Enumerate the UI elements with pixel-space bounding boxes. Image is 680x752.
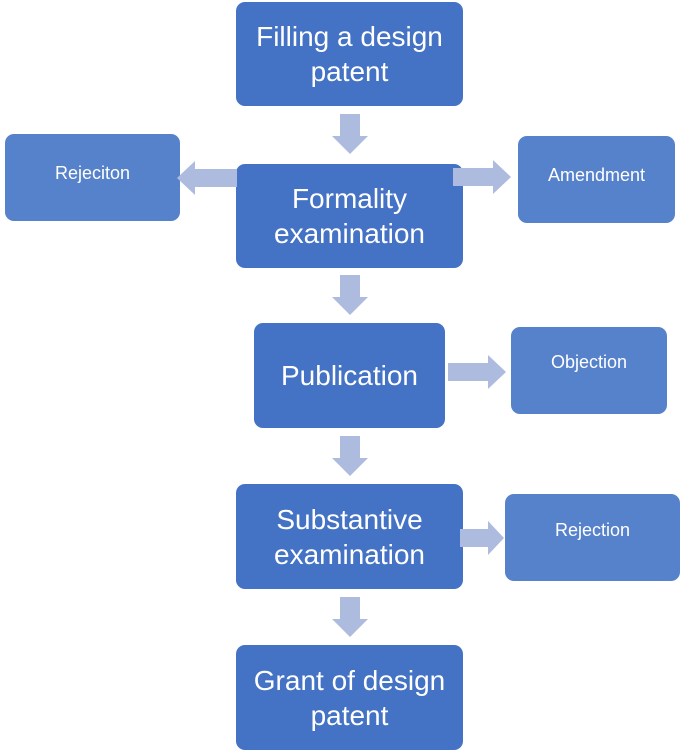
arrow-down-formality-publication <box>330 275 370 315</box>
arrow-down-substantive-grant <box>330 597 370 637</box>
node-grant: Grant of design patent <box>236 645 463 750</box>
node-rejection-substantive-label: Rejection <box>554 519 631 540</box>
arrow-left-formality-rejection <box>177 161 237 195</box>
node-grant-label: Grant of design patent <box>253 664 446 731</box>
arrow-right-substantive-rejection <box>460 521 504 555</box>
node-filling: Filling a design patent <box>236 2 463 106</box>
node-substantive-label: Substantive examination <box>274 503 425 570</box>
node-filling-label: Filling a design patent <box>256 21 443 87</box>
node-rejection-substantive: Rejection <box>505 494 680 581</box>
node-publication: Publication <box>254 323 445 428</box>
arrow-down-filling-formality <box>330 114 370 154</box>
node-amendment: Amendment <box>518 136 675 223</box>
node-formality: Formality examination <box>236 164 463 268</box>
node-rejection-formality: Rejeciton <box>5 134 180 221</box>
node-formality-label: Formality examination <box>274 183 425 249</box>
node-objection-label: Objection <box>550 351 628 372</box>
node-substantive: Substantive examination <box>236 484 463 589</box>
arrow-down-publication-substantive <box>330 436 370 476</box>
node-amendment-label: Amendment <box>547 164 646 185</box>
arrow-right-formality-amendment <box>453 160 511 194</box>
node-publication-label: Publication <box>281 360 418 391</box>
node-rejection-formality-label: Rejeciton <box>54 162 131 183</box>
node-objection: Objection <box>511 327 667 414</box>
arrow-right-publication-objection <box>448 355 506 389</box>
